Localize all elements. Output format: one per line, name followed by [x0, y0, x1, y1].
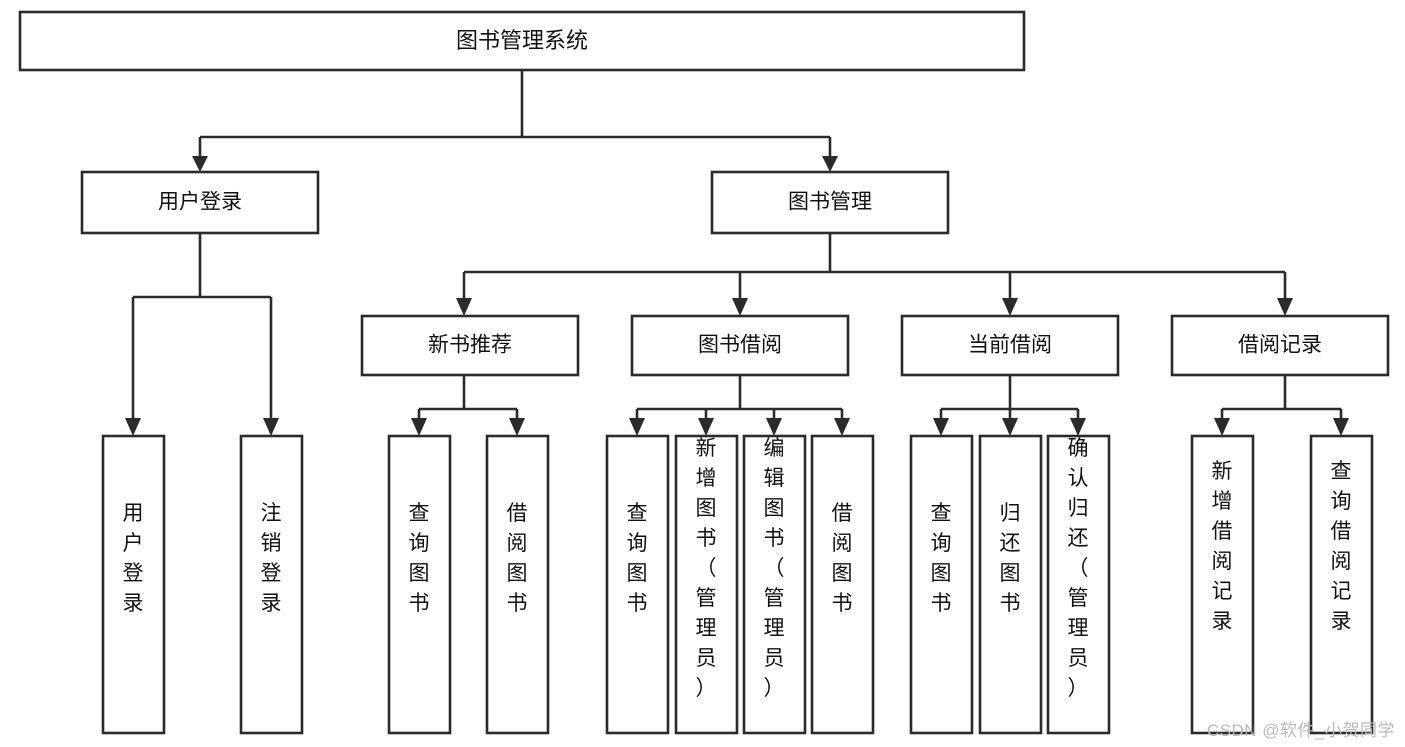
leaf-current-confirm-return-label: 确认归还（管理员） [1068, 437, 1089, 700]
arrowhead-current-l3 [1070, 418, 1086, 436]
node-book-management[interactable]: 图书管理 [710, 170, 950, 235]
arrowhead-current-l2 [1002, 418, 1018, 436]
leaf-borrow-borrow-book[interactable]: 借阅图书 [810, 434, 875, 735]
arrowhead-records [1277, 298, 1293, 316]
node-new-book-recommend-label: 新书推荐 [428, 334, 512, 357]
arrowhead-borrow-l2 [698, 418, 714, 436]
arrowhead-new-book [456, 298, 472, 316]
leaf-borrow-borrow-book-box [810, 434, 875, 735]
arrowhead-current [1002, 298, 1018, 316]
leaf-borrow-add-book[interactable]: 新增图书（管理员） [674, 434, 739, 735]
arrowhead-user-login [192, 156, 208, 172]
leaf-current-return-book-box [978, 434, 1043, 735]
arrowhead-borrow-l3 [766, 418, 782, 436]
leaf-newbook-query-book-box [387, 434, 452, 735]
node-book-borrow-box [630, 314, 850, 377]
leaf-current-query-book-box [909, 434, 974, 735]
arrowhead-borrow [732, 298, 748, 316]
arrowhead-borrow-l1 [629, 418, 645, 436]
leaf-borrow-edit-book[interactable]: 编辑图书（管理员） [742, 434, 807, 735]
leaf-records-query-record-box [1309, 434, 1374, 735]
leaf-records-query-record[interactable]: 查询借阅记录 [1309, 434, 1374, 735]
leaf-user-login[interactable]: 用户登录 [101, 434, 166, 735]
leaf-user-login-box [101, 434, 166, 735]
leaf-logout[interactable]: 注销登录 [239, 434, 304, 735]
leaf-current-return-book[interactable]: 归还图书 [978, 434, 1043, 735]
node-current-borrow-box [900, 314, 1120, 377]
node-root[interactable]: 图书管理系统 [18, 10, 1026, 72]
leaf-borrow-edit-book-box [742, 434, 807, 735]
leaf-records-query-record-label: 查询借阅记录 [1331, 460, 1352, 633]
leaf-current-confirm-return-box [1046, 434, 1111, 735]
node-user-login[interactable]: 用户登录 [80, 170, 320, 235]
leaf-records-add-record-label: 新增借阅记录 [1212, 460, 1233, 633]
leaf-records-add-record[interactable]: 新增借阅记录 [1190, 434, 1255, 735]
node-borrow-records-label: 借阅记录 [1238, 334, 1322, 357]
leaf-newbook-query-book[interactable]: 查询图书 [387, 434, 452, 735]
node-current-borrow-label: 当前借阅 [968, 334, 1052, 357]
node-book-management-label: 图书管理 [788, 191, 872, 214]
arrowhead-borrow-l4 [834, 418, 850, 436]
node-root-box [18, 10, 1026, 72]
node-root-label: 图书管理系统 [456, 28, 588, 53]
node-book-borrow[interactable]: 图书借阅 [630, 314, 850, 377]
node-new-book-recommend-box [360, 314, 580, 377]
leaf-current-query-book-label: 查询图书 [931, 502, 952, 615]
node-user-login-label: 用户登录 [158, 191, 242, 214]
leaf-logout-box [239, 434, 304, 735]
arrowhead-records-l1 [1214, 418, 1230, 436]
leaf-borrow-query-book[interactable]: 查询图书 [605, 434, 670, 735]
leaf-logout-label: 注销登录 [261, 502, 282, 615]
arrowhead-newbook-l1 [411, 418, 427, 436]
leaf-records-add-record-box [1190, 434, 1255, 735]
leaf-borrow-query-book-label: 查询图书 [627, 502, 648, 615]
arrowhead-leaf-user-login [125, 418, 141, 436]
arrowhead-records-l2 [1333, 418, 1349, 436]
leaf-borrow-edit-book-label: 编辑图书（管理员） [764, 437, 785, 700]
node-book-management-box [710, 170, 950, 235]
leaf-current-return-book-label: 归还图书 [1000, 502, 1021, 615]
node-new-book-recommend[interactable]: 新书推荐 [360, 314, 580, 377]
arrowhead-current-l1 [933, 418, 949, 436]
leaf-newbook-borrow-book-box [485, 434, 550, 735]
leaf-borrow-query-book-box [605, 434, 670, 735]
leaf-borrow-add-book-label: 新增图书（管理员） [696, 437, 717, 700]
leaf-current-confirm-return[interactable]: 确认归还（管理员） [1046, 434, 1111, 735]
node-user-login-box [80, 170, 320, 235]
leaf-current-query-book[interactable]: 查询图书 [909, 434, 974, 735]
node-borrow-records-box [1170, 314, 1390, 377]
leaf-borrow-borrow-book-label: 借阅图书 [832, 502, 853, 615]
arrowhead-newbook-l2 [509, 418, 525, 436]
leaf-user-login-label: 用户登录 [123, 502, 144, 615]
leaf-borrow-add-book-box [674, 434, 739, 735]
node-book-borrow-label: 图书借阅 [698, 334, 782, 357]
leaf-newbook-borrow-book-label: 借阅图书 [507, 502, 528, 615]
arrowhead-leaf-logout [263, 418, 279, 436]
node-current-borrow[interactable]: 当前借阅 [900, 314, 1120, 377]
node-borrow-records[interactable]: 借阅记录 [1170, 314, 1390, 377]
arrowhead-book-mgmt [822, 156, 838, 172]
leaf-newbook-query-book-label: 查询图书 [409, 502, 430, 615]
csdn-watermark: CSDN @软件_小贺同学 [1206, 721, 1395, 740]
leaf-newbook-borrow-book[interactable]: 借阅图书 [485, 434, 550, 735]
